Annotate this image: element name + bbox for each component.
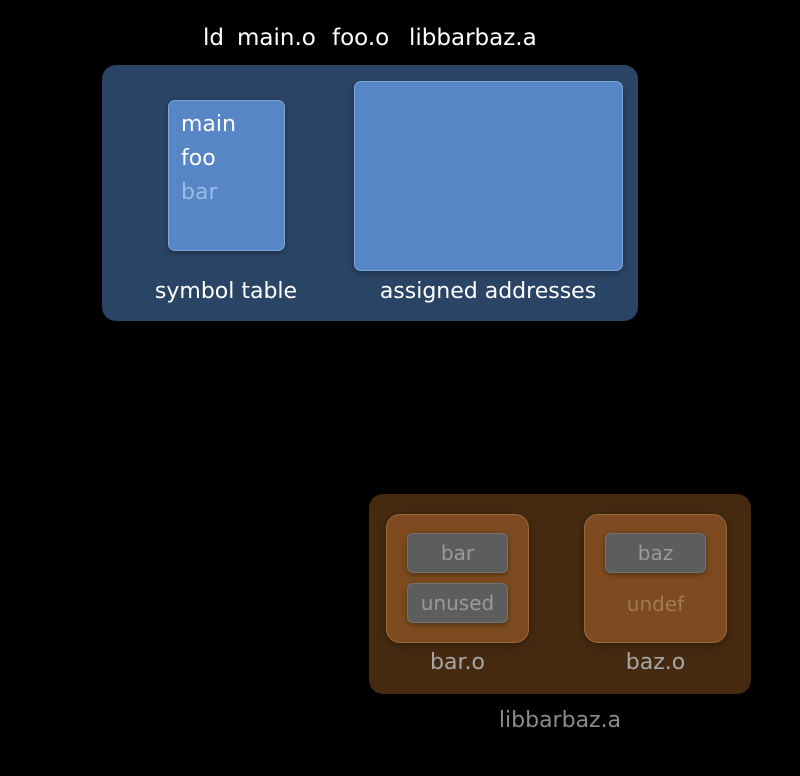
assigned-addresses-box xyxy=(354,81,623,271)
undef-label: undef xyxy=(626,592,685,616)
baz-o-label: baz.o xyxy=(625,650,686,675)
ld-command-line: ld main.o foo.o libbarbaz.a xyxy=(0,22,740,54)
symbol-main: main xyxy=(181,112,236,137)
bar-o-label: bar.o xyxy=(430,650,485,675)
command-arg-libbarbaz-a: libbarbaz.a xyxy=(409,25,537,51)
assigned-addresses-caption: assigned addresses xyxy=(379,279,597,304)
section-unused: unused xyxy=(407,583,508,623)
command-arg-foo-o: foo.o xyxy=(332,25,390,51)
object-file-bar-o: bar unused xyxy=(386,514,529,643)
symbol-bar: bar xyxy=(181,180,218,205)
section-baz: baz xyxy=(605,533,706,573)
symbol-table-box: main foo bar xyxy=(168,100,285,251)
object-file-baz-o: baz undef xyxy=(584,514,727,643)
section-bar: bar xyxy=(407,533,508,573)
symbol-foo: foo xyxy=(181,146,216,171)
command-arg-main-o: main.o xyxy=(237,25,316,51)
command-tool: ld xyxy=(203,25,224,51)
archive-label: libbarbaz.a xyxy=(498,708,622,733)
symbol-table-caption: symbol table xyxy=(154,279,298,304)
